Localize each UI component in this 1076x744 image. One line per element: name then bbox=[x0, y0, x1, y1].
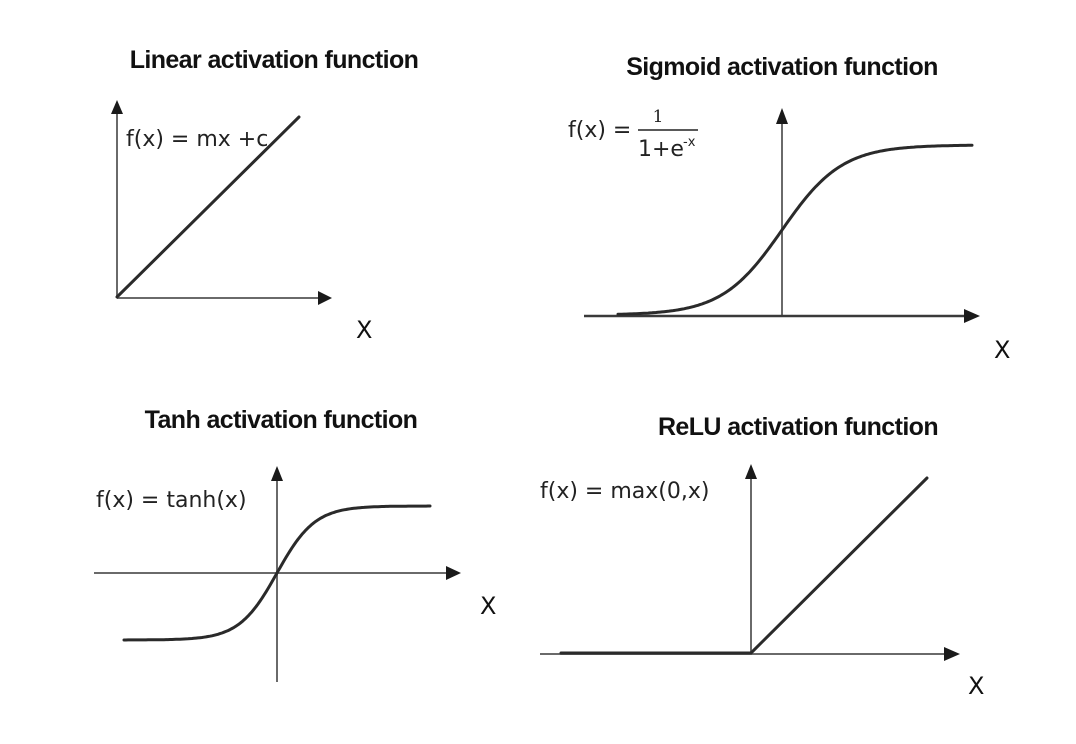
tanh-x-arrow-icon bbox=[446, 566, 461, 580]
tanh-title: Tanh activation function bbox=[145, 406, 418, 434]
tanh-x-label: X bbox=[480, 592, 496, 620]
sigmoid-x-arrow-icon bbox=[964, 309, 980, 323]
sigmoid-title: Sigmoid activation function bbox=[626, 53, 938, 81]
relu-panel: ReLU activation function f(x) = max(0,x)… bbox=[540, 413, 984, 700]
relu-y-arrow-icon bbox=[745, 464, 757, 479]
relu-x-arrow-icon bbox=[944, 647, 960, 661]
sigmoid-y-arrow-icon bbox=[776, 108, 788, 124]
linear-y-arrow-icon bbox=[111, 100, 123, 114]
linear-title: Linear activation function bbox=[130, 46, 419, 74]
linear-panel: Linear activation function f(x) = mx +c … bbox=[111, 46, 419, 344]
sigmoid-formula-denominator: 1+e bbox=[638, 137, 684, 162]
tanh-y-arrow-icon bbox=[271, 466, 283, 481]
linear-x-arrow-icon bbox=[318, 291, 332, 305]
sigmoid-curve bbox=[616, 143, 974, 316]
relu-curve bbox=[559, 476, 929, 655]
relu-formula: f(x) = max(0,x) bbox=[540, 479, 709, 504]
sigmoid-panel: Sigmoid activation function f(x) = 1 1+e… bbox=[568, 53, 1010, 364]
linear-curve bbox=[115, 115, 301, 299]
tanh-formula: f(x) = tanh(x) bbox=[96, 488, 247, 513]
sigmoid-formula-exponent: -x bbox=[683, 135, 696, 150]
sigmoid-formula-numerator: 1 bbox=[653, 107, 664, 127]
sigmoid-formula-prefix: f(x) = bbox=[568, 118, 631, 143]
tanh-curve bbox=[122, 504, 432, 642]
sigmoid-x-label: X bbox=[994, 336, 1010, 364]
relu-title: ReLU activation function bbox=[658, 413, 938, 441]
relu-x-label: X bbox=[968, 672, 984, 700]
tanh-panel: Tanh activation function f(x) = tanh(x) … bbox=[94, 406, 496, 682]
linear-x-label: X bbox=[356, 316, 372, 344]
linear-formula: f(x) = mx +c bbox=[126, 127, 268, 152]
